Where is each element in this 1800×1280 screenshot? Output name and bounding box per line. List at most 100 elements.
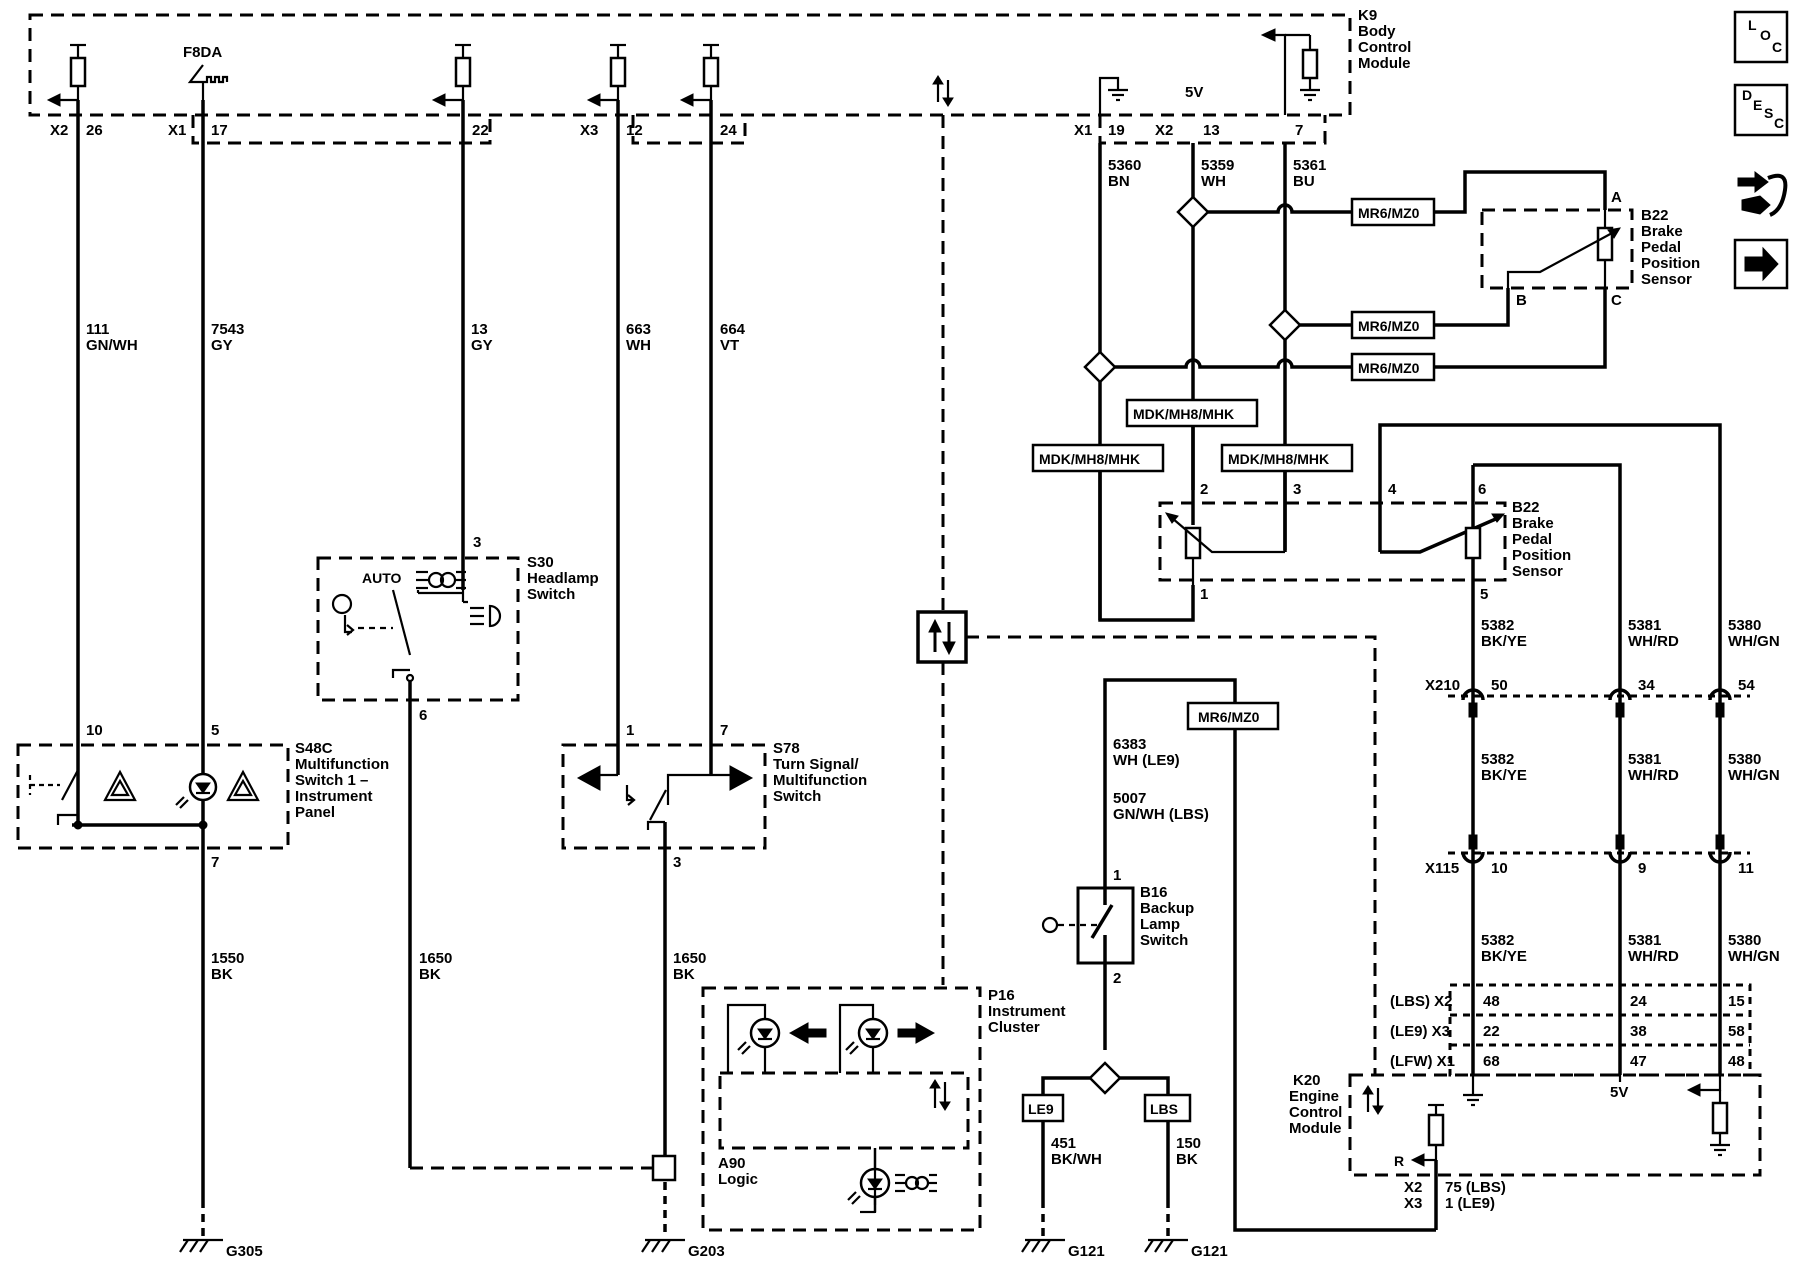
k9-conn-x2b: X2: [1155, 122, 1173, 139]
wire-150-num: 150: [1176, 1135, 1201, 1152]
option-mdk-1: MDK/MH8/MHK: [1125, 398, 1259, 428]
s48c-pin-7: 7: [211, 854, 219, 871]
k20-r2-p3: 58: [1728, 1023, 1745, 1040]
b22b-pin-6: 6: [1478, 481, 1486, 498]
wire-5382-color-1: BK/YE: [1481, 633, 1527, 650]
wire-5382-color-2: BK/YE: [1481, 767, 1527, 784]
option-mr6-2: MR6/MZ0: [1350, 310, 1436, 340]
wire-451-num: 451: [1051, 1135, 1076, 1152]
ground-g203: G203: [641, 1238, 725, 1260]
s48c-pin-5: 5: [211, 722, 219, 739]
desc-letter-d: D: [1742, 87, 1752, 103]
b22b-brake-pedal-sensor: 2 3 4 6 1 5 B22 Brake Pedal Position Sen…: [1158, 423, 1722, 1075]
wire-6383-5007: [1103, 678, 1436, 1232]
k9-line-1: Body: [1358, 23, 1396, 40]
option-mdk-label-1: MDK/MH8/MHK: [1133, 406, 1234, 422]
k9-line-2: Control: [1358, 39, 1411, 56]
s78-line-1: Turn Signal/: [773, 756, 859, 773]
b22a-line-2: Pedal: [1641, 239, 1681, 256]
s78-line-3: Switch: [773, 788, 821, 805]
connector-x115: X115 10 9 11: [1425, 834, 1754, 877]
x115-pin-9: 9: [1638, 860, 1646, 877]
wire-5381-num-1: 5381: [1628, 617, 1661, 634]
wire-663-color: WH: [626, 337, 651, 354]
k20-line-3: Module: [1289, 1120, 1342, 1137]
wire-1650b-color: BK: [673, 966, 695, 983]
k20-row-label-1: (LBS) X2: [1390, 993, 1453, 1010]
b16-ref: B16: [1140, 884, 1168, 901]
loc-letter-l: L: [1748, 17, 1757, 33]
wire-111-color: GN/WH: [86, 337, 138, 354]
wire-5382-num-2: 5382: [1481, 751, 1514, 768]
k20-x3-pin: 1 (LE9): [1445, 1195, 1495, 1212]
b22b-line-2: Pedal: [1512, 531, 1552, 548]
a90-ref: A90: [718, 1155, 746, 1172]
option-mdk-label-3: MDK/MH8/MHK: [1228, 451, 1329, 467]
s30-line-1: Headlamp: [527, 570, 599, 587]
hazard-indicator-lamp-icon: [175, 772, 218, 809]
wire-5381-num-3: 5381: [1628, 932, 1661, 949]
k20-ref: K20: [1293, 1072, 1321, 1089]
s48c-multifunction-switch: 10 5 7 S48C Multifunction Switch 1 – Ins…: [16, 722, 389, 871]
loc-icon[interactable]: L O C: [1733, 10, 1789, 64]
k9-pullup-26: [46, 43, 87, 107]
wire-1550-num: 1550: [211, 950, 244, 967]
wire-6383-num: 6383: [1113, 736, 1146, 753]
k20-r1-p3: 15: [1728, 993, 1745, 1010]
splice-backup: [1088, 1061, 1122, 1095]
b22a-line-4: Sensor: [1641, 271, 1692, 288]
wire-5359-num: 5359: [1201, 157, 1234, 174]
b22b-line-3: Position: [1512, 547, 1571, 564]
p16-line-1: Instrument: [988, 1003, 1066, 1020]
s30-ref: S30: [527, 554, 554, 571]
k9-conn-x3: X3: [580, 122, 598, 139]
b22b-pin-1: 1: [1200, 586, 1208, 603]
b22b-line-4: Sensor: [1512, 563, 1563, 580]
s78-turn-signal-switch: 1 7 3 S78 Turn Signal/ Multifunction Swi…: [561, 722, 867, 871]
k9-pin-labels: X2 26 X1 17 22 X3 12 24 X1 19 X2 13 7: [50, 122, 1303, 139]
b22a-brake-pedal-sensor: A B C B22 Brake Pedal Position Sensor: [1480, 189, 1700, 309]
option-mr6-label-2: MR6/MZ0: [1358, 318, 1420, 334]
loc-letter-o: O: [1760, 27, 1771, 43]
s48c-ref: S48C: [295, 740, 333, 757]
k9-ref: K9: [1358, 7, 1377, 24]
parking-lamp-icon: [416, 570, 466, 590]
option-mdk-2: MDK/MH8/MHK: [1031, 443, 1165, 473]
wire-663-num: 663: [626, 321, 651, 338]
wire-5361-color: BU: [1293, 173, 1315, 190]
s78-pin-7: 7: [720, 722, 728, 739]
wire-5381-color-3: WH/RD: [1628, 948, 1679, 965]
wire-13-num: 13: [471, 321, 488, 338]
k20-x2-label: X2: [1404, 1179, 1422, 1196]
left-arrow-indicator-icon: [788, 1022, 809, 1044]
a90-serial-data-icon: [929, 1079, 951, 1111]
desc-icon[interactable]: D E S C: [1733, 83, 1789, 137]
option-mr6-1: MR6/MZ0: [1350, 197, 1436, 227]
connector-icon[interactable]: [1737, 170, 1788, 217]
wire-5007-color: GN/WH (LBS): [1113, 806, 1209, 823]
connector-x210: X210 50 34 54: [1425, 677, 1755, 718]
s48c-line-2: Switch 1 –: [295, 772, 368, 789]
loc-letter-c: C: [1772, 39, 1782, 55]
k9-internal-ground: [1098, 76, 1128, 115]
wire-5380-color-3: WH/GN: [1728, 948, 1780, 965]
wire-1650a-color: BK: [419, 966, 441, 983]
wire-5380-color-2: WH/GN: [1728, 767, 1780, 784]
s30-pin-3: 3: [473, 534, 481, 551]
k9-pulldown-7: [1260, 28, 1320, 115]
b22b-pin-5: 5: [1480, 586, 1488, 603]
k20-x2-pin: 75 (LBS): [1445, 1179, 1506, 1196]
right-arrow-indicator-icon: [915, 1022, 936, 1044]
b22b-line-1: Brake: [1512, 515, 1554, 532]
g121b-label: G121: [1191, 1243, 1228, 1260]
splice-5359: [1176, 195, 1210, 229]
s48c-line-4: Panel: [295, 804, 335, 821]
k9-pullup-22: [431, 43, 472, 107]
next-arrow-icon[interactable]: [1733, 238, 1789, 290]
k20-connector-rows: (LBS) X2 (LE9) X3 (LFW) X1 48 24 15 22 3…: [1390, 983, 1752, 1077]
k20-r1-p2: 24: [1630, 993, 1647, 1010]
k20-5v-label: 5V: [1610, 1084, 1628, 1101]
k20-engine-control-module: K20 Engine Control Module 5V R: [1289, 1072, 1762, 1177]
k20-serial-data-icon: [1362, 1085, 1384, 1115]
k9-pin-7: 7: [1295, 122, 1303, 139]
